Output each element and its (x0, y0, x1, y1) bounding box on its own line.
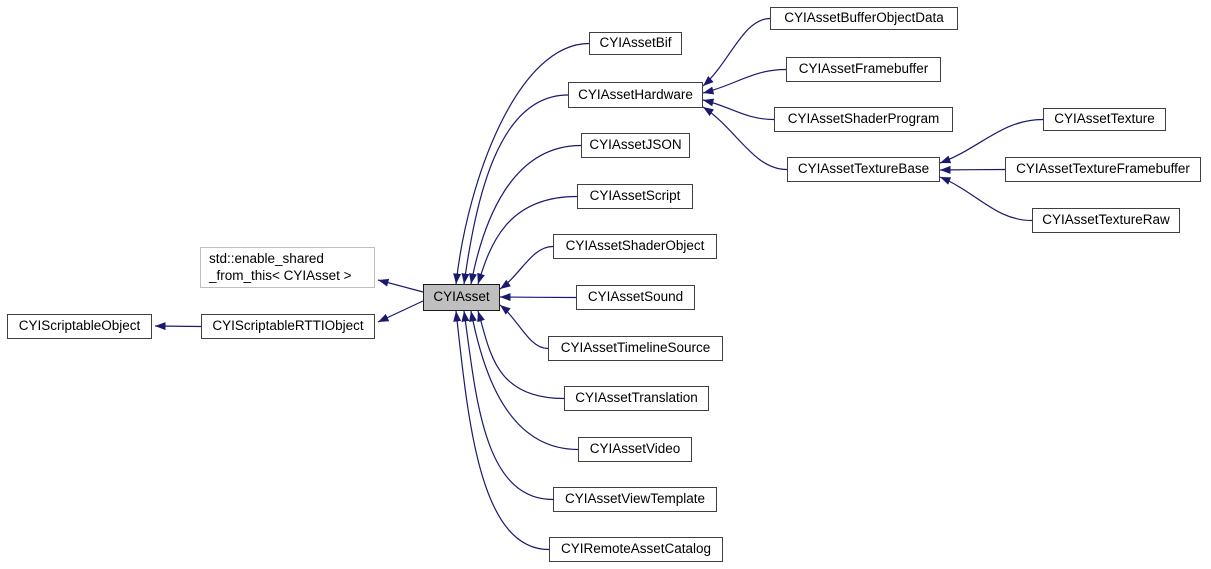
class-node-view-template[interactable]: CYIAssetViewTemplate (553, 487, 717, 512)
class-node-json[interactable]: CYIAssetJSON (581, 133, 690, 158)
class-node-hardware[interactable]: CYIAssetHardware (568, 82, 703, 108)
inheritance-arrow-shader-object-to-cyiasset (499, 245, 554, 290)
class-node-cyiasset: CYIAsset (423, 284, 500, 311)
inheritance-arrow-json-to-cyiasset (469, 144, 582, 285)
class-node-shader-object[interactable]: CYIAssetShaderObject (553, 234, 717, 259)
class-node-shader-program[interactable]: CYIAssetShaderProgram (774, 107, 953, 132)
inheritance-arrow-cyiasset-to-enable-shared (377, 278, 424, 293)
inheritance-arrow-texture-to-texture-base (939, 118, 1044, 164)
inheritance-arrow-hardware-to-cyiasset (461, 94, 569, 285)
class-node-texture-raw[interactable]: CYIAssetTextureRaw (1032, 208, 1180, 233)
inheritance-arrow-script-to-cyiasset (477, 195, 578, 285)
inheritance-arrow-view-template-to-cyiasset (461, 310, 554, 501)
inheritance-arrow-shader-program-to-hardware (702, 98, 775, 121)
inheritance-arrow-buffer-object-data-to-hardware (702, 17, 771, 87)
class-node-texture-framebuffer[interactable]: CYIAssetTextureFramebuffer (1005, 157, 1201, 182)
inheritance-arrow-texture-framebuffer-to-texture-base (939, 165, 1006, 174)
class-node-scriptable-rtti[interactable]: CYIScriptableRTTIObject (201, 314, 375, 339)
inheritance-arrow-timeline-source-to-cyiasset (499, 304, 549, 350)
inheritance-arrow-remote-catalog-to-cyiasset (453, 310, 550, 551)
class-node-texture-base[interactable]: CYIAssetTextureBase (787, 157, 940, 182)
inheritance-arrow-scriptable-rtti-to-scriptable-object (154, 322, 202, 331)
inheritance-arrow-texture-raw-to-texture-base (939, 176, 1033, 222)
inheritance-arrow-cyiasset-to-scriptable-rtti (377, 300, 424, 323)
class-node-video[interactable]: CYIAssetVideo (578, 437, 692, 462)
inheritance-arrow-sound-to-cyiasset (499, 293, 577, 302)
class-node-texture[interactable]: CYIAssetTexture (1043, 108, 1166, 131)
class-node-scriptable-object[interactable]: CYIScriptableObject (7, 314, 152, 339)
class-node-script[interactable]: CYIAssetScript (577, 184, 693, 209)
class-node-remote-catalog[interactable]: CYIRemoteAssetCatalog (549, 537, 723, 562)
class-node-bif[interactable]: CYIAssetBif (589, 32, 682, 55)
class-node-timeline-source[interactable]: CYIAssetTimelineSource (548, 336, 723, 361)
class-node-translation[interactable]: CYIAssetTranslation (564, 386, 709, 411)
class-node-sound[interactable]: CYIAssetSound (576, 285, 695, 310)
class-node-framebuffer[interactable]: CYIAssetFramebuffer (786, 57, 941, 82)
inheritance-arrow-texture-base-to-hardware (702, 106, 788, 171)
inheritance-arrow-translation-to-cyiasset (477, 310, 565, 400)
class-node-enable-shared: std::enable_shared _from_this< CYIAsset … (200, 247, 375, 288)
inheritance-arrow-video-to-cyiasset (469, 310, 579, 451)
inheritance-arrow-bif-to-cyiasset (453, 42, 590, 285)
inheritance-arrow-framebuffer-to-hardware (702, 68, 787, 95)
class-node-buffer-object-data[interactable]: CYIAssetBufferObjectData (770, 7, 958, 30)
